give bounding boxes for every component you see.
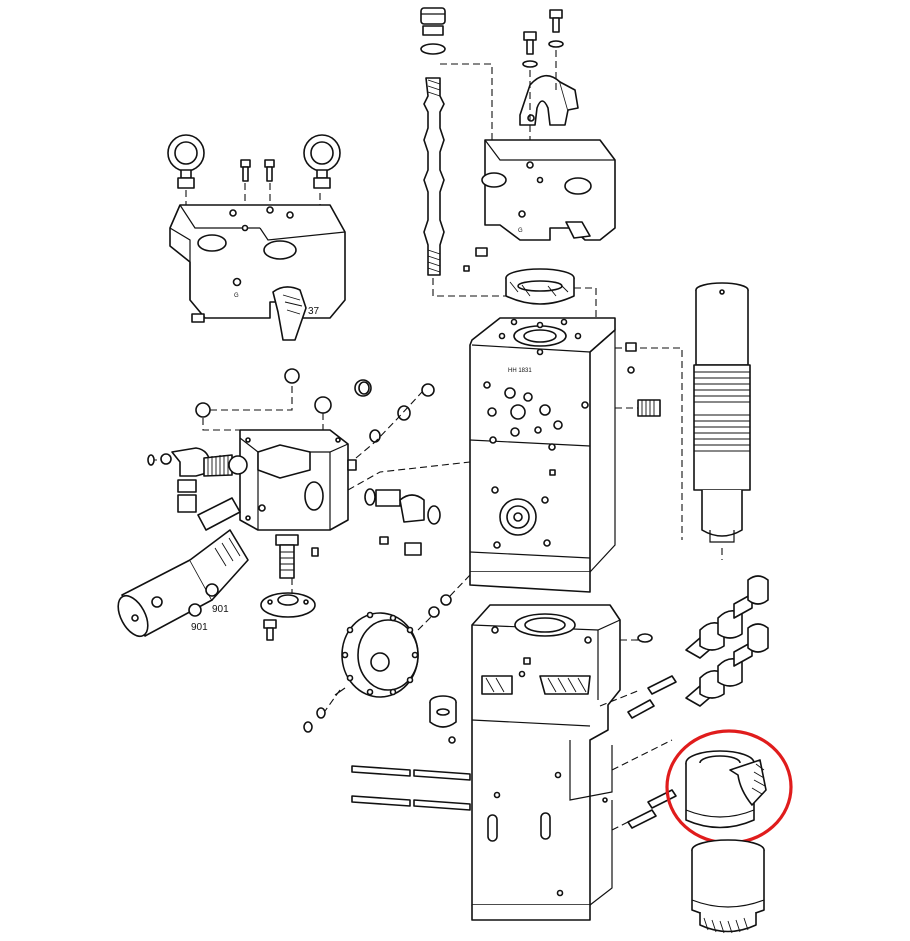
label-901-b: 901: [191, 622, 208, 633]
upper-left-head-block: [169, 204, 346, 341]
top-nut: [420, 7, 446, 55]
center-fittings: [364, 488, 441, 556]
screw-c: [548, 9, 564, 48]
tie-rod-assembly: [420, 7, 512, 297]
accumulator-cylinder: [117, 497, 249, 638]
side-plug: [615, 399, 661, 417]
side-screw-mid: [475, 247, 488, 257]
lower-seal-ring: [429, 695, 457, 744]
main-valve-body: HH 1831: [469, 317, 616, 593]
side-screw-left: [191, 313, 225, 323]
split-collet: [505, 268, 597, 320]
retaining-pins: [599, 575, 769, 831]
control-valve-assembly: [147, 368, 471, 531]
elbow-fitting-left: [160, 447, 211, 513]
eye-bolt-right: [303, 134, 341, 189]
threaded-bolt-center: [275, 534, 299, 579]
piston: [693, 282, 751, 560]
mark-g1: G: [234, 293, 239, 299]
lower-bushing: [685, 750, 767, 829]
fitting-chain-right: [347, 383, 435, 471]
diaphragm-cover: [303, 574, 471, 733]
tie-rod: [423, 77, 445, 276]
eye-bolt-left: [167, 134, 205, 189]
body-plate-text: HH 1831: [508, 368, 532, 374]
screw-d: [522, 31, 538, 68]
upper-right-head-block: [481, 139, 616, 241]
valve-housing: [239, 429, 349, 531]
small-screw-a: [240, 159, 251, 182]
lower-valve-body: [471, 604, 621, 921]
small-fitting-top: [615, 342, 683, 540]
lower-tie-rods: [351, 765, 471, 811]
lower-left-assembly: 901 901: [117, 497, 319, 641]
flange-foot: [260, 592, 316, 618]
lower-sleeve: [691, 839, 765, 934]
spring-valve: [203, 454, 248, 477]
mounting-bracket: [519, 74, 579, 126]
lower-bolt: [263, 619, 277, 641]
small-screw-b: [264, 159, 275, 182]
upper-right-head-assembly: G: [463, 9, 616, 272]
label-901-a: 901: [212, 604, 229, 615]
label-37: 37: [308, 306, 320, 317]
upper-left-head-assembly: 37 G: [167, 134, 346, 341]
mark-g2: G: [518, 228, 523, 234]
